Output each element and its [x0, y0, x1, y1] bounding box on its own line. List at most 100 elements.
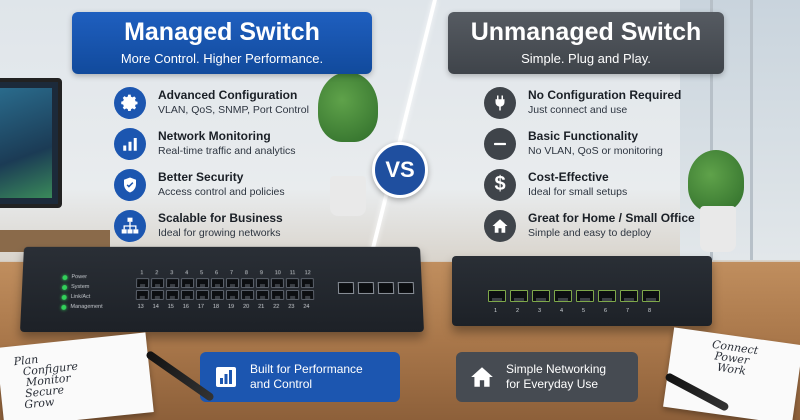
managed-callout: Built for Performance and Control: [200, 352, 400, 402]
ethernet-port: [195, 289, 209, 300]
port-number: 1: [140, 270, 144, 277]
port-number: 16: [182, 303, 190, 310]
feature-desc: Simple and easy to deploy: [528, 227, 652, 239]
pot-right: [700, 206, 736, 252]
background-monitor: [0, 78, 62, 208]
feature-desc: Real-time traffic and analytics: [158, 145, 296, 157]
port-number: 12: [304, 270, 311, 277]
dollar-icon: $: [484, 168, 516, 201]
ethernet-port: [181, 278, 195, 289]
bar-chart-icon: [212, 363, 240, 391]
ethernet-port: [488, 290, 506, 302]
led-label: System: [70, 284, 90, 290]
background-shelf: [0, 230, 110, 252]
ethernet-port: [620, 290, 638, 302]
port-number: 23: [288, 303, 295, 310]
ethernet-port: [256, 289, 270, 300]
port-number: 18: [212, 303, 220, 310]
shield-icon: [114, 168, 146, 201]
feature-desc: No VLAN, QoS or monitoring: [528, 145, 663, 157]
port-number: 14: [152, 303, 159, 310]
port-number: 2: [516, 308, 520, 314]
ethernet-port: [300, 278, 314, 289]
sfp-port: [337, 282, 355, 294]
feature-title: Basic Functionality: [528, 129, 639, 143]
port-number: 3: [170, 270, 174, 277]
feature-title: No Configuration Required: [528, 88, 682, 102]
ethernet-port: [225, 278, 239, 289]
managed-title: Managed Switch: [124, 18, 320, 46]
port-number: 4: [560, 308, 564, 314]
managed-feature: Scalable for Business Ideal for growing …: [114, 205, 364, 246]
port-number: 13: [137, 303, 144, 310]
unmanaged-feature: No Configuration Required Just connect a…: [484, 82, 734, 123]
ethernet-port: [166, 278, 180, 289]
feature-desc: VLAN, QoS, SNMP, Port Control: [158, 104, 309, 116]
unmanaged-port-grid: [488, 290, 660, 302]
led-label: Management: [70, 303, 103, 310]
center-divider: [363, 0, 437, 280]
managed-port-grid: [135, 278, 315, 300]
port-number: 1: [494, 308, 498, 314]
ethernet-port: [532, 290, 550, 302]
feature-desc: Ideal for small setups: [528, 186, 628, 198]
unmanaged-feature: $ Cost-Effective Ideal for small setups: [484, 164, 734, 205]
notepad-left: Plan Configure Monitor Secure Grow: [0, 332, 154, 420]
plug-icon: [484, 86, 516, 119]
managed-feature: Advanced Configuration VLAN, QoS, SNMP, …: [114, 82, 364, 123]
house-icon: [468, 363, 496, 391]
ethernet-port: [598, 290, 616, 302]
port-number: 3: [538, 308, 542, 314]
ethernet-port: [642, 290, 660, 302]
port-number: 10: [274, 270, 281, 277]
port-number: 6: [604, 308, 608, 314]
callout-line: Built for Performance: [250, 362, 363, 376]
ethernet-port: [554, 290, 572, 302]
sfp-ports: [337, 282, 415, 294]
port-number: 20: [243, 303, 250, 310]
port-number: 2: [155, 270, 159, 277]
ethernet-port: [270, 278, 284, 289]
callout-line: and Control: [250, 377, 313, 391]
ethernet-port: [211, 278, 224, 289]
feature-title: Better Security: [158, 170, 244, 184]
port-number: 6: [215, 270, 219, 277]
ethernet-port: [165, 289, 179, 300]
managed-subtitle: More Control. Higher Performance.: [120, 51, 324, 66]
port-number: 17: [197, 303, 205, 310]
unmanaged-subtitle: Simple. Plug and Play.: [521, 51, 651, 66]
ethernet-port: [510, 290, 528, 302]
port-number: 4: [185, 270, 189, 277]
plant-left: [318, 72, 378, 142]
unmanaged-banner: Unmanaged Switch Simple. Plug and Play.: [448, 12, 724, 74]
port-number: 24: [303, 303, 310, 310]
port-number: 19: [228, 303, 235, 310]
vs-badge: VS: [372, 142, 428, 198]
port-number: 15: [167, 303, 174, 310]
port-number: 11: [289, 270, 296, 277]
feature-title: Great for Home / Small Office: [528, 211, 695, 225]
feature-title: Network Monitoring: [158, 129, 271, 143]
feature-desc: Access control and policies: [158, 186, 285, 198]
unmanaged-feature-list: No Configuration Required Just connect a…: [484, 82, 734, 246]
port-number: 7: [626, 308, 630, 314]
plant-right: [688, 150, 744, 212]
feature-title: Advanced Configuration: [158, 88, 298, 102]
hierarchy-icon: [114, 209, 146, 242]
port-number: 21: [258, 303, 265, 310]
gear-icon: [114, 86, 146, 119]
managed-banner: Managed Switch More Control. Higher Perf…: [72, 12, 372, 74]
ethernet-port: [286, 289, 300, 300]
ethernet-port: [226, 289, 240, 300]
led-label: Link/Act: [70, 293, 91, 300]
port-number: 8: [648, 308, 652, 314]
managed-feature: Better Security Access control and polic…: [114, 164, 364, 205]
ethernet-port: [255, 278, 269, 289]
unmanaged-title: Unmanaged Switch: [470, 18, 702, 46]
ethernet-port: [135, 289, 149, 300]
port-number: 7: [229, 270, 234, 277]
ethernet-port: [210, 289, 225, 300]
